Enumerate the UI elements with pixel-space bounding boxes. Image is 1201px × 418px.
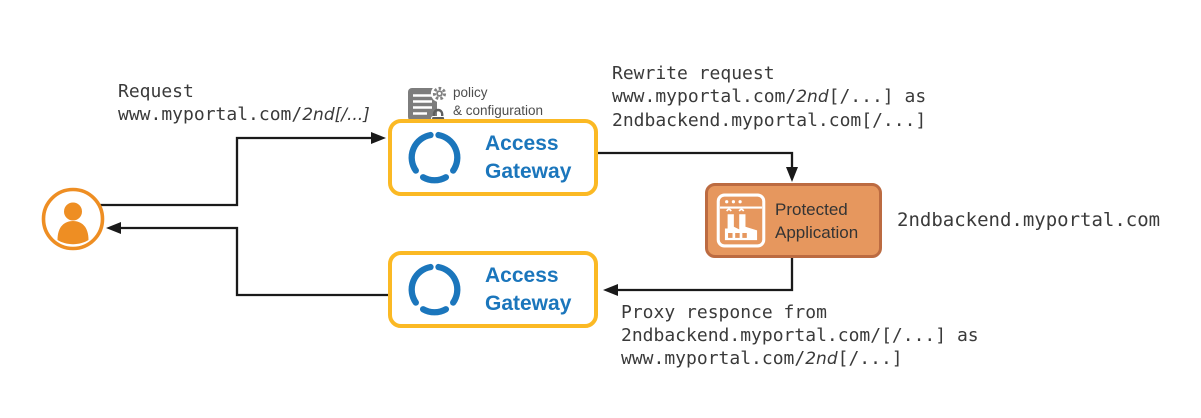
policy-label-line1: policy <box>453 85 488 100</box>
access-gateway-top-label: Access Gateway <box>485 130 571 186</box>
proxy-line1-text: Proxy responce from <box>621 302 827 323</box>
protected-application-label-line2: Application <box>775 222 859 242</box>
rewrite-line1-text: Rewrite request <box>612 63 775 84</box>
rewrite-line2-prefix: www.myportal.com/ <box>612 86 797 107</box>
rewrite-request-label: Rewrite request www.myportal.com/2nd[/..… <box>612 62 926 132</box>
arrow-user-to-gateway <box>99 132 386 207</box>
request-title-text: Request <box>118 81 194 102</box>
proxy-line1: Proxy responce from <box>621 301 979 324</box>
rewrite-line2: www.myportal.com/2nd[/...] as <box>612 85 926 109</box>
arrow-app-to-gateway <box>603 256 794 296</box>
proxy-line2: 2ndbackend.myportal.com/[/...] as <box>621 324 979 347</box>
proxy-line3-suffix: [/...] <box>837 348 903 369</box>
proxy-line2-text: 2ndbackend.myportal.com/[/...] as <box>621 325 979 346</box>
request-url-prefix: www.myportal.com/ <box>118 104 303 125</box>
protected-application-label-line1: Protected <box>775 199 848 219</box>
policy-label-line2: & configuration <box>453 103 544 118</box>
proxy-response-label: Proxy responce from 2ndbackend.myportal.… <box>621 301 979 371</box>
rewrite-line2-path: 2nd <box>796 87 829 107</box>
access-gateway-top-node: Access Gateway <box>388 119 598 196</box>
user-icon <box>40 186 106 252</box>
backend-domain-label: 2ndbackend.myportal.com <box>897 209 1160 232</box>
request-url-path: 2nd[/...] <box>302 105 370 125</box>
rewrite-line3-text: 2ndbackend.myportal.com[/...] <box>612 110 927 131</box>
access-gateway-top-label-line1: Access <box>485 131 559 155</box>
policy-configuration-label: policy & configuration <box>453 84 543 120</box>
protected-application-node: Protected Application <box>705 183 882 258</box>
rewrite-line1: Rewrite request <box>612 62 926 85</box>
proxy-line3: www.myportal.com/2nd[/...] <box>621 347 979 371</box>
access-gateway-top-label-line2: Gateway <box>485 159 572 183</box>
request-title: Request <box>118 80 370 103</box>
protected-application-icon <box>716 192 766 249</box>
access-gateway-bottom-label-line1: Access <box>485 263 559 287</box>
access-gateway-bottom-node: Access Gateway <box>388 251 598 328</box>
rewrite-line2-suffix: [/...] as <box>828 86 927 107</box>
protected-application-label: Protected Application <box>775 198 858 244</box>
access-gateway-icon <box>406 261 463 318</box>
rewrite-line3: 2ndbackend.myportal.com[/...] <box>612 109 926 132</box>
backend-domain-text: 2ndbackend.myportal.com <box>897 209 1161 231</box>
request-label: Request www.myportal.com/2nd[/...] <box>118 80 370 127</box>
access-gateway-icon <box>406 129 463 186</box>
access-gateway-bottom-label: Access Gateway <box>485 262 571 318</box>
arrow-gateway-to-user <box>106 222 389 297</box>
arrow-gateway-to-app <box>597 151 798 182</box>
proxy-line3-path: 2nd <box>805 349 838 369</box>
proxy-line3-prefix: www.myportal.com/ <box>621 348 806 369</box>
request-url: www.myportal.com/2nd[/...] <box>118 103 370 127</box>
access-gateway-bottom-label-line2: Gateway <box>485 291 572 315</box>
